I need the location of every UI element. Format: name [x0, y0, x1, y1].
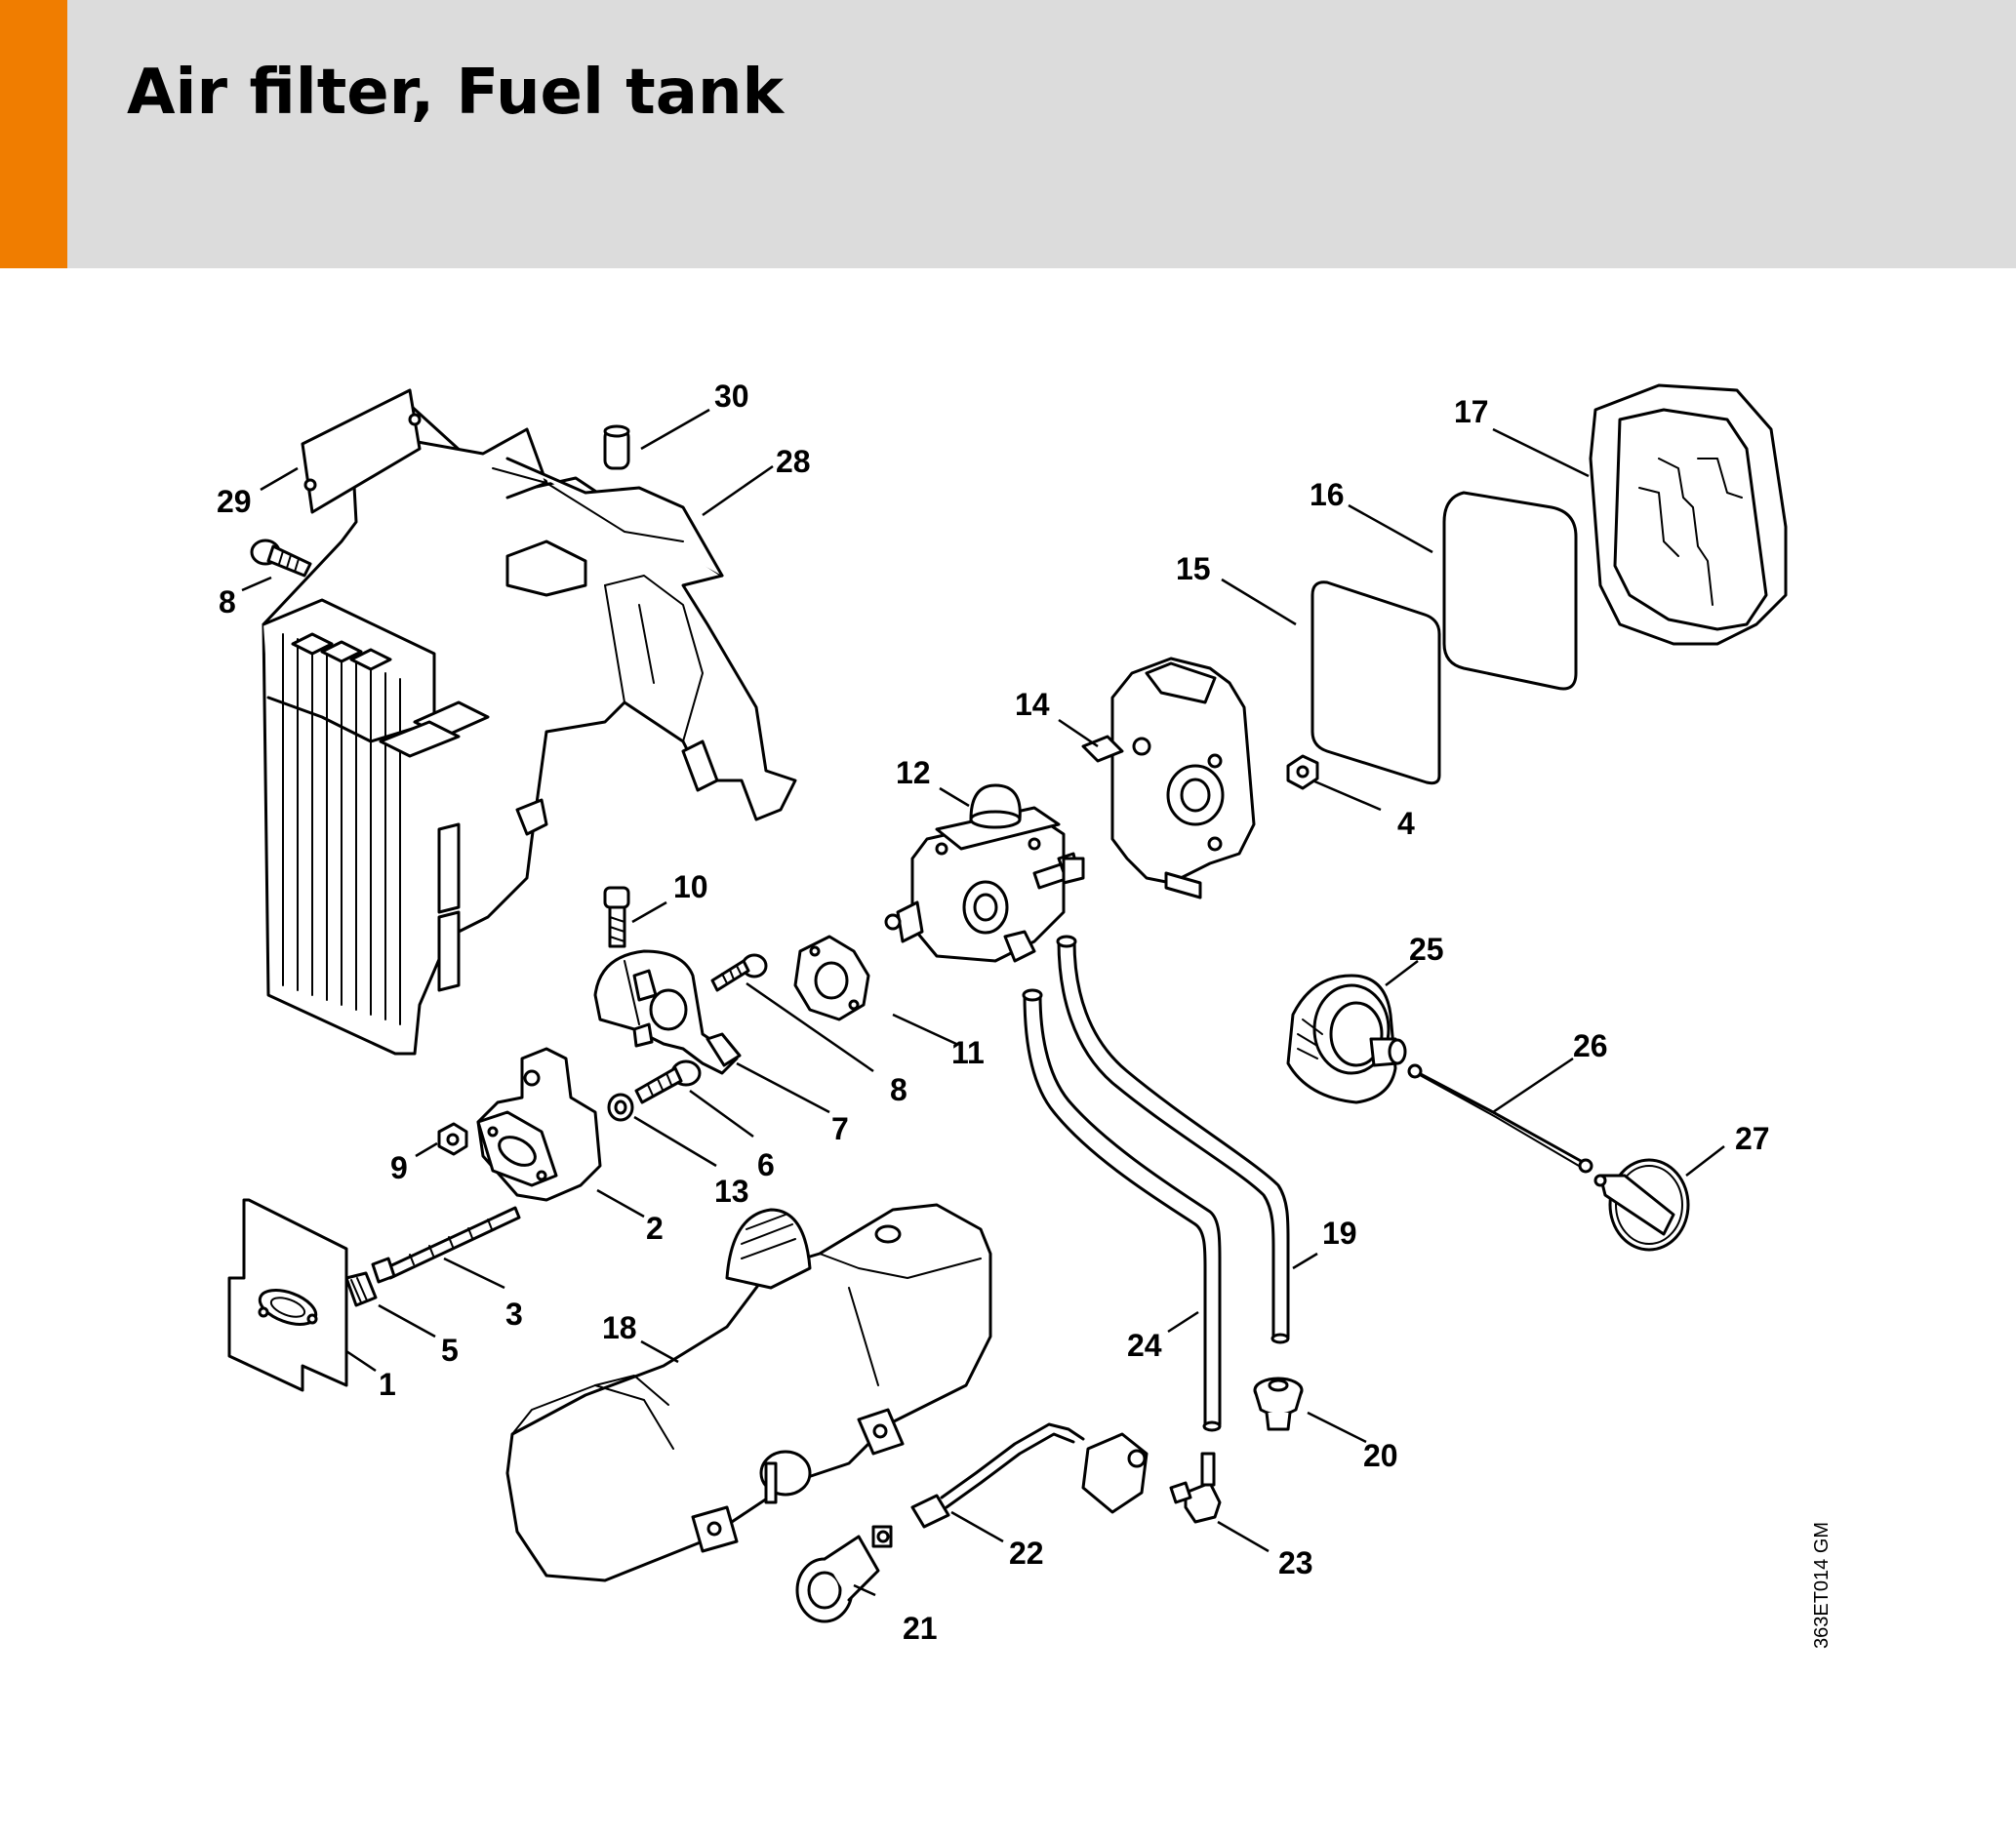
- part-6-screw[interactable]: [634, 1059, 702, 1104]
- part-12-carburetor[interactable]: [884, 783, 1085, 963]
- part-4-nut[interactable]: [1286, 754, 1319, 790]
- callout-26: 26: [1573, 1028, 1608, 1063]
- part-3-long-bolt[interactable]: [371, 1206, 521, 1284]
- part-29-cover-plate[interactable]: [301, 388, 422, 514]
- callout-6: 6: [757, 1147, 775, 1182]
- part-27-ring-pull[interactable]: [1593, 1158, 1690, 1252]
- part-8-screw-lower[interactable]: [710, 953, 768, 992]
- header-accent-bar: [0, 0, 67, 268]
- callout-17: 17: [1454, 394, 1489, 429]
- callout-labels: 1 2 3 4 5 6 7 8 8 9 10 11 12 13 14 15 16…: [217, 379, 1770, 1646]
- callout-23: 23: [1278, 1545, 1313, 1580]
- part-16-filter-element[interactable]: [1442, 491, 1578, 691]
- callout-28: 28: [776, 444, 811, 479]
- callout-4: 4: [1397, 806, 1415, 841]
- callout-27: 27: [1735, 1121, 1770, 1156]
- callout-16: 16: [1310, 477, 1345, 512]
- page-title: Air filter, Fuel tank: [127, 57, 785, 129]
- part-1-gasket[interactable]: [227, 1198, 348, 1392]
- page-header: Air filter, Fuel tank: [0, 0, 2016, 268]
- callout-21: 21: [903, 1611, 938, 1646]
- callout-8-lower: 8: [890, 1072, 907, 1107]
- callout-30: 30: [714, 379, 749, 414]
- part-28-shroud[interactable]: [262, 403, 797, 1056]
- part-7-bracket[interactable]: [593, 949, 742, 1075]
- part-14-filter-base[interactable]: [1081, 657, 1256, 899]
- callout-14: 14: [1015, 687, 1050, 722]
- part-9-nut[interactable]: [437, 1122, 468, 1156]
- part-26-rod[interactable]: [1407, 1063, 1593, 1174]
- part-19-fuel-hose[interactable]: [1056, 935, 1290, 1344]
- callout-25: 25: [1409, 932, 1444, 967]
- callout-13: 13: [714, 1174, 749, 1209]
- callout-1: 1: [379, 1367, 396, 1402]
- part-17-filter-cover[interactable]: [1589, 383, 1788, 646]
- callout-7: 7: [831, 1111, 849, 1146]
- callout-3: 3: [505, 1297, 523, 1332]
- part-30-sleeve[interactable]: [603, 424, 630, 470]
- part-25-tank-cap[interactable]: [1286, 974, 1407, 1104]
- leader-lines: [241, 408, 1725, 1597]
- part-2-flange[interactable]: [476, 1047, 602, 1202]
- callout-8-upper: 8: [219, 584, 236, 619]
- part-13-washer[interactable]: [607, 1093, 634, 1122]
- callout-10: 10: [673, 869, 708, 904]
- callout-24: 24: [1127, 1328, 1162, 1363]
- callout-22: 22: [1009, 1536, 1044, 1571]
- callout-18: 18: [602, 1310, 637, 1345]
- part-18-fuel-tank[interactable]: [505, 1203, 992, 1582]
- callout-2: 2: [646, 1211, 664, 1246]
- part-5-spacer[interactable]: [344, 1271, 378, 1307]
- callout-5: 5: [441, 1333, 459, 1368]
- part-10-screw[interactable]: [603, 886, 630, 948]
- diagram-reference-code: 363ET014 GM: [1811, 1522, 1833, 1649]
- callout-29: 29: [217, 484, 252, 519]
- callout-12: 12: [896, 755, 931, 790]
- callout-19: 19: [1322, 1216, 1357, 1251]
- part-24-fuel-hose[interactable]: [1022, 988, 1222, 1432]
- part-15-gasket[interactable]: [1310, 580, 1441, 785]
- part-21-tank-vent[interactable]: [795, 1525, 893, 1623]
- part-20-grommet[interactable]: [1253, 1377, 1304, 1431]
- callout-11: 11: [951, 1035, 985, 1070]
- part-22-pickup-body[interactable]: [910, 1422, 1149, 1529]
- part-8-screw-upper[interactable]: [250, 539, 312, 578]
- callout-15: 15: [1176, 551, 1211, 586]
- part-23-elbow-fitting[interactable]: [1169, 1452, 1222, 1524]
- part-11-gasket[interactable]: [793, 935, 870, 1021]
- callout-9: 9: [390, 1150, 408, 1185]
- callout-20: 20: [1363, 1438, 1398, 1473]
